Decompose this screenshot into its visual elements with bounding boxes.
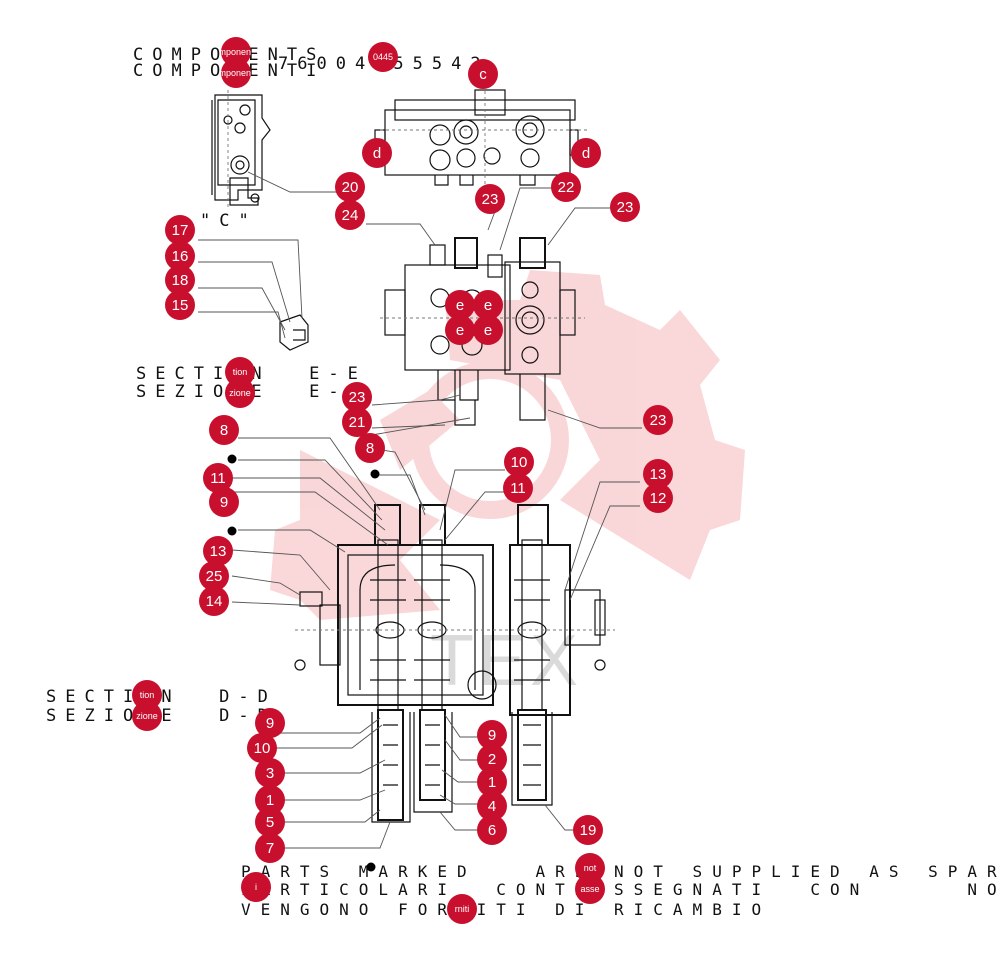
callout-marker[interactable]: 12 xyxy=(643,483,673,513)
callout-marker[interactable]: 7 xyxy=(255,833,285,863)
view-c-label: "C" xyxy=(200,211,258,231)
callout-marker[interactable]: c xyxy=(468,59,498,89)
section-d-d-block xyxy=(231,437,640,849)
callout-marker[interactable]: 16 xyxy=(165,241,195,271)
not-spare-marker xyxy=(227,454,237,464)
section-e-e-block xyxy=(366,187,642,436)
callout-marker[interactable]: 20 xyxy=(335,172,365,202)
callout-marker[interactable]: 9 xyxy=(209,487,239,517)
callout-marker[interactable]: 22 xyxy=(551,172,581,202)
not-spare-marker xyxy=(227,526,237,536)
callout-marker[interactable]: 8 xyxy=(355,433,385,463)
callout-marker[interactable]: rniti xyxy=(447,894,477,924)
footer-line-2: PARTICOLARI CONTRASSEGNATI CON NON xyxy=(241,880,1000,899)
callout-marker[interactable]: 3 xyxy=(255,758,285,788)
callout-marker[interactable]: 23 xyxy=(342,382,372,412)
callout-marker[interactable]: 0445 xyxy=(368,42,398,72)
callout-marker[interactable]: 14 xyxy=(199,586,229,616)
footer-marker xyxy=(366,862,376,872)
callout-marker[interactable]: 5 xyxy=(255,807,285,837)
callout-marker[interactable]: 24 xyxy=(335,200,365,230)
callout-marker[interactable]: 8 xyxy=(209,415,239,445)
callout-marker[interactable]: zione xyxy=(225,378,255,408)
callout-marker[interactable]: 6 xyxy=(477,815,507,845)
callout-marker[interactable]: e xyxy=(445,315,475,345)
footer-line-1: PARTS MARKED ARE NOT SUPPLIED AS SPARES xyxy=(241,862,1000,881)
watermark-text: TEX xyxy=(430,621,583,701)
callout-marker[interactable]: i xyxy=(241,872,271,902)
callout-marker[interactable]: 23 xyxy=(610,192,640,222)
callout-marker[interactable]: 15 xyxy=(165,290,195,320)
callout-marker[interactable]: 21 xyxy=(342,407,372,437)
callout-marker[interactable]: 19 xyxy=(573,815,603,845)
callout-marker[interactable]: d xyxy=(571,138,601,168)
callout-marker[interactable]: mponent xyxy=(221,58,251,88)
footer-line-3: VENGONO FORNITI DI RICAMBIO xyxy=(241,900,772,919)
callout-marker[interactable]: asse xyxy=(575,874,605,904)
callout-marker[interactable]: 10 xyxy=(504,447,534,477)
callout-marker[interactable]: zione xyxy=(132,701,162,731)
fitting-detail xyxy=(198,239,309,351)
callout-marker[interactable]: e xyxy=(473,315,503,345)
callout-marker[interactable]: d xyxy=(362,138,392,168)
detail-c-view xyxy=(211,90,338,210)
callout-marker[interactable]: 17 xyxy=(165,215,195,245)
callout-marker[interactable]: 23 xyxy=(643,405,673,435)
callout-marker[interactable]: 11 xyxy=(503,473,533,503)
not-spare-marker xyxy=(370,469,380,479)
callout-marker[interactable]: 23 xyxy=(475,184,505,214)
top-view-block xyxy=(374,85,590,190)
